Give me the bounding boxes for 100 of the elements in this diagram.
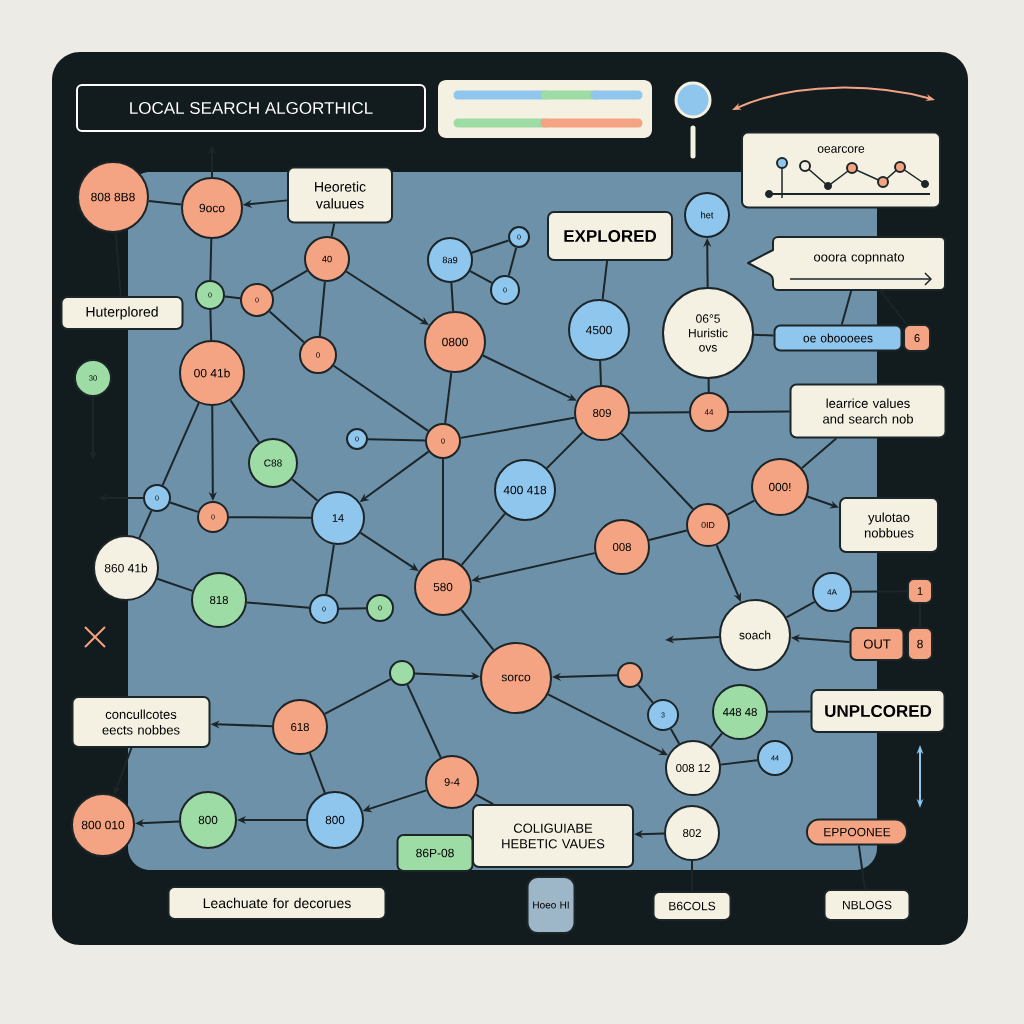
connector-line [726, 499, 756, 516]
callout-box: ooora copnnato [747, 236, 946, 291]
label-box: concullcotes eects nobbes [71, 696, 211, 748]
connector-line [114, 231, 122, 297]
graph-node: soach [719, 599, 791, 671]
connector-line [228, 516, 312, 519]
connector-line [147, 199, 183, 206]
graph-node: 808 8B8 [77, 161, 149, 233]
connector-line [330, 222, 336, 238]
connector-line [507, 246, 518, 277]
graph-node: 800 [179, 791, 237, 849]
label-box: NBLOGS [823, 889, 911, 921]
tab-box: Hoeo HI [526, 876, 576, 934]
connector-line [470, 239, 510, 254]
graph-node: 4500 [568, 299, 630, 361]
graph-node: 618 [272, 699, 328, 755]
label-box: Huterplored [60, 296, 184, 330]
graph-node: 000! [751, 458, 809, 516]
connector-line [460, 512, 506, 566]
label-box: Leachuate for decorues [167, 886, 387, 920]
graph-node: sorco [480, 642, 552, 714]
graph-node: 818 [191, 572, 247, 628]
connector-line [601, 260, 609, 301]
graph-node: C88 [248, 438, 298, 488]
label-box: 86P-08 [396, 834, 474, 872]
label-box: B6COLS [652, 891, 732, 921]
label-box: 8 [907, 627, 933, 661]
connector-line [460, 608, 495, 651]
connector-line [270, 269, 309, 293]
label-box: EXPLORED [547, 211, 673, 261]
connector-line [785, 600, 816, 619]
label-box: COLIGUIABE HEBETIC VAUES [472, 804, 634, 868]
title-box: LOCAL SEARCH ALGORTHICL [76, 84, 426, 132]
connector-line [710, 732, 723, 748]
connector-line [338, 607, 367, 610]
connector-line [406, 683, 442, 759]
connector-line [209, 238, 213, 281]
graph-node: het [684, 192, 730, 238]
connector-line [138, 509, 153, 539]
label-box: UNPLCORED [810, 689, 946, 733]
label-box: yulotao nobbues [839, 497, 939, 553]
connector-line [291, 478, 319, 502]
connector-line [169, 501, 199, 513]
connector-line [767, 710, 812, 713]
connector-line [245, 601, 311, 609]
connector-line [444, 371, 453, 425]
connector-line [469, 270, 493, 284]
connector-line [325, 543, 335, 596]
connector-line [629, 411, 690, 414]
graph-node: 400 418 [494, 459, 556, 521]
graph-node: 860 41b [93, 535, 159, 601]
connector-line [229, 399, 260, 444]
graph-node: 800 [306, 791, 364, 849]
graph-node: 0800 [424, 311, 486, 373]
graph-node: 008 [594, 519, 650, 575]
connector-line [332, 364, 430, 432]
connector-line [857, 844, 866, 890]
connector-line [323, 678, 392, 715]
connector-line [268, 310, 305, 344]
connector-line [637, 684, 654, 704]
connector-line [308, 752, 326, 794]
connector-line [156, 577, 194, 592]
connector-line [450, 281, 455, 313]
connector-line [719, 759, 759, 766]
connector-line [442, 458, 444, 559]
graph-node: 9oco [181, 177, 243, 239]
graph-node: 448 48 [712, 684, 768, 740]
connector-line [753, 333, 775, 337]
label-box: OUT [849, 627, 905, 661]
graph-node: 580 [414, 558, 472, 616]
connector-line [367, 438, 426, 442]
graph-node: 06°5 Huristic ovs [662, 287, 754, 379]
connector-line [209, 309, 213, 341]
connector-line [707, 378, 710, 393]
connector-line [840, 289, 853, 326]
connector-line [669, 727, 681, 745]
connector-line [459, 416, 576, 439]
status-pill: EPPOONEE [806, 818, 908, 846]
graph-node: 40 [304, 236, 350, 282]
label-box: oe oboooees [773, 324, 903, 352]
connector-line [545, 431, 584, 470]
connector-line [599, 360, 602, 386]
label-box: Heoretic valuues [287, 166, 393, 224]
graph-node: 802 [664, 805, 720, 861]
graph-node: 809 [574, 385, 630, 441]
connector-line [800, 437, 838, 470]
graph-node: 8a9 [427, 237, 473, 283]
connector-line [474, 793, 495, 805]
connector-line [223, 295, 242, 300]
graph-node: 0ID [686, 503, 730, 547]
graph-node: 14 [311, 491, 365, 545]
graph-node: 9-4 [425, 755, 479, 809]
connector-line [879, 289, 908, 325]
label-box: 1 [907, 578, 933, 604]
label-box: learrice values and search nob [789, 383, 947, 439]
graph-node: 00 41b [179, 340, 245, 406]
connector-line [161, 402, 200, 487]
connector-line [728, 410, 791, 413]
connector-line [851, 590, 908, 593]
connector-line [648, 529, 688, 542]
